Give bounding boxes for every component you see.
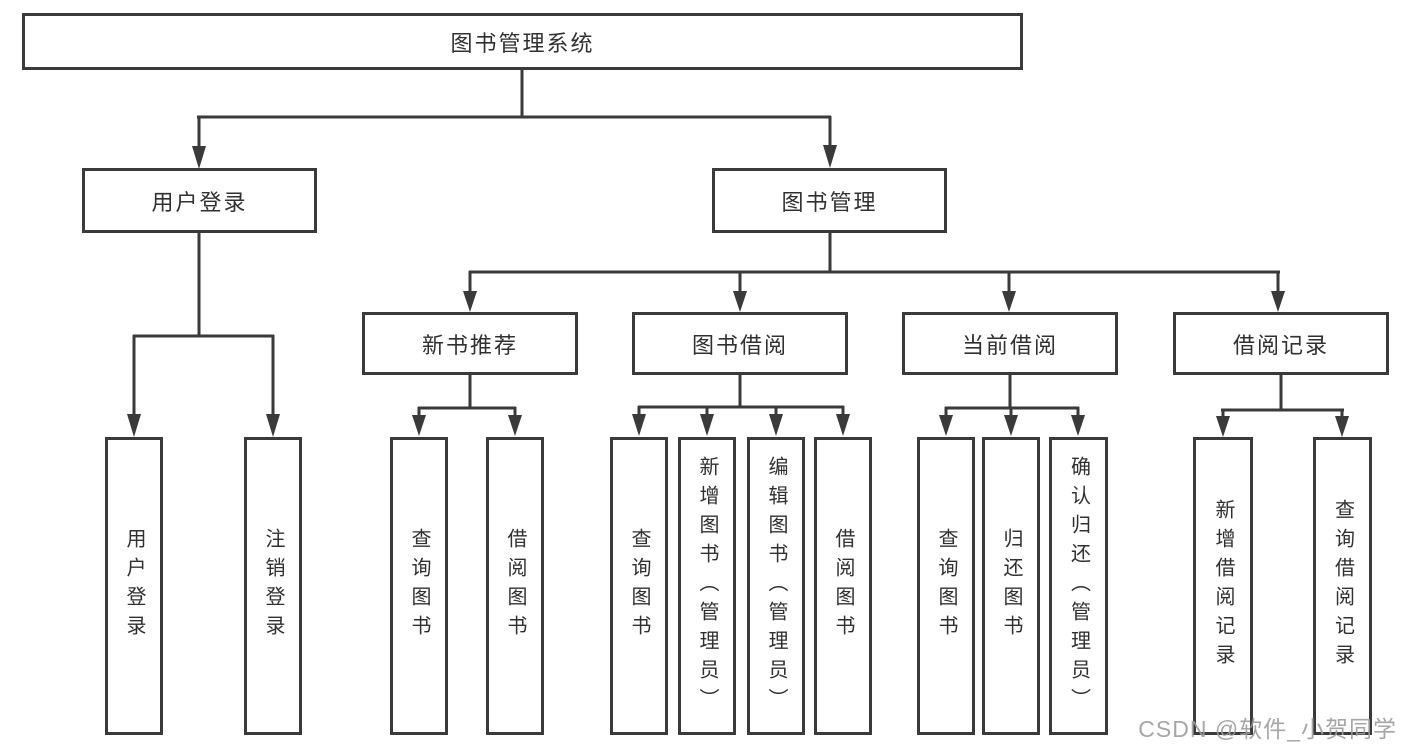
leaf-borrow-edit-book-admin-label: 编辑图书（管理员） [765,455,787,717]
leaf-user-login-label: 用户登录 [123,528,145,644]
leaf-add-borrow-record-label: 新增借阅记录 [1212,499,1234,673]
leaf-borrow-add-book-admin-label: 新增图书（管理员） [696,455,718,717]
leaf-query-borrow-record-label: 查询借阅记录 [1331,499,1354,673]
leaf-new-book-borrow-label: 借阅图书 [504,528,526,644]
node-borrow-records-label: 借阅记录 [1232,332,1329,358]
node-book-management: 图书管理 [712,168,947,233]
connector-book-borrow-to-leaves [632,375,850,436]
node-borrow-records: 借阅记录 [1173,312,1389,375]
connector-root-to-level2 [192,70,837,169]
leaf-query-borrow-record: 查询借阅记录 [1313,437,1372,735]
leaf-current-query-label: 查询图书 [935,528,957,644]
node-root-label: 图书管理系统 [450,30,595,56]
connector-borrow-records-to-leaves [1216,375,1349,437]
node-book-borrow: 图书借阅 [632,312,848,375]
node-new-book-recommend-label: 新书推荐 [421,332,518,358]
leaf-confirm-return-admin: 确认归还（管理员） [1049,437,1108,735]
leaf-borrow-book-label: 借阅图书 [832,528,854,644]
leaf-return-book-label: 归还图书 [1000,528,1022,644]
leaf-borrow-query-label: 查询图书 [628,528,650,644]
leaf-logout: 注销登录 [244,437,302,735]
leaf-return-book: 归还图书 [982,437,1040,735]
node-current-borrow-label: 当前借阅 [961,332,1058,358]
leaf-new-book-borrow: 借阅图书 [486,437,544,735]
connector-user-login-to-leaves [127,233,280,437]
leaf-confirm-return-admin-label: 确认归还（管理员） [1067,455,1090,717]
leaf-borrow-edit-book-admin: 编辑图书（管理员） [747,437,805,735]
leaf-add-borrow-record: 新增借阅记录 [1193,437,1253,735]
node-user-login-label: 用户登录 [151,189,248,215]
node-book-management-label: 图书管理 [781,189,878,215]
leaf-borrow-query: 查询图书 [610,437,668,735]
leaf-user-login: 用户登录 [105,437,163,735]
leaf-new-book-query-label: 查询图书 [408,528,430,644]
leaf-current-query: 查询图书 [917,437,975,735]
connector-book-management-to-level3 [463,233,1285,312]
node-current-borrow: 当前借阅 [902,312,1118,375]
node-new-book-recommend: 新书推荐 [362,312,578,375]
node-book-borrow-label: 图书借阅 [691,332,788,358]
node-user-login: 用户登录 [82,168,317,233]
node-root: 图书管理系统 [22,13,1023,70]
leaf-logout-label: 注销登录 [262,528,284,644]
leaf-new-book-query: 查询图书 [390,437,448,735]
leaf-borrow-book: 借阅图书 [814,437,872,735]
leaf-borrow-add-book-admin: 新增图书（管理员） [678,437,736,735]
csdn-watermark: CSDN @软件_小贺同学 [1138,716,1397,742]
connector-new-book-to-leaves [412,375,522,436]
connector-current-borrow-to-leaves [939,375,1085,436]
